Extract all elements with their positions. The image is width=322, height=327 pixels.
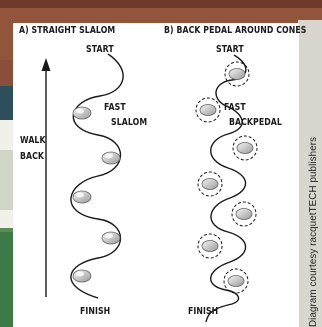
panel-b-start-label: START <box>216 44 244 55</box>
panel-a-title: A) STRAIGHT SLALOM <box>19 25 115 36</box>
slalom-path <box>71 54 123 298</box>
panel-a-start-label: START <box>86 44 114 55</box>
cone-icon <box>196 98 220 122</box>
cone-icon <box>198 172 222 196</box>
cone-icon <box>232 202 256 226</box>
panel-a-back-label: BACK <box>20 151 44 162</box>
cone-icon <box>225 62 249 86</box>
panel-b-title: B) BACK PEDAL AROUND CONES <box>164 25 306 36</box>
cone-icon <box>198 234 222 258</box>
backpedal-cones <box>196 62 257 293</box>
cone-icon <box>73 270 91 282</box>
cone-icon <box>224 269 248 293</box>
cone-icon <box>102 152 120 164</box>
panel-a-slalom-label: SLALOM <box>111 117 147 128</box>
panel-b-fast-label: FAST <box>224 102 246 113</box>
panel-b-finish-label: FINISH <box>188 306 218 317</box>
cone-icon <box>102 232 120 244</box>
walk-back-arrow <box>42 58 51 297</box>
panel-a-fast-label: FAST <box>104 102 126 113</box>
panel-b-backpedal-label: BACKPEDAL <box>229 117 282 128</box>
cone-icon <box>73 191 91 203</box>
cone-icon <box>233 136 257 160</box>
panel-a-walk-label: WALK <box>20 135 46 146</box>
cone-icon <box>73 107 91 119</box>
panel-a-finish-label: FINISH <box>80 306 110 317</box>
image-credit: Diagram courtesy racquetTECH publishers <box>308 137 319 327</box>
slalom-cones <box>73 107 120 282</box>
